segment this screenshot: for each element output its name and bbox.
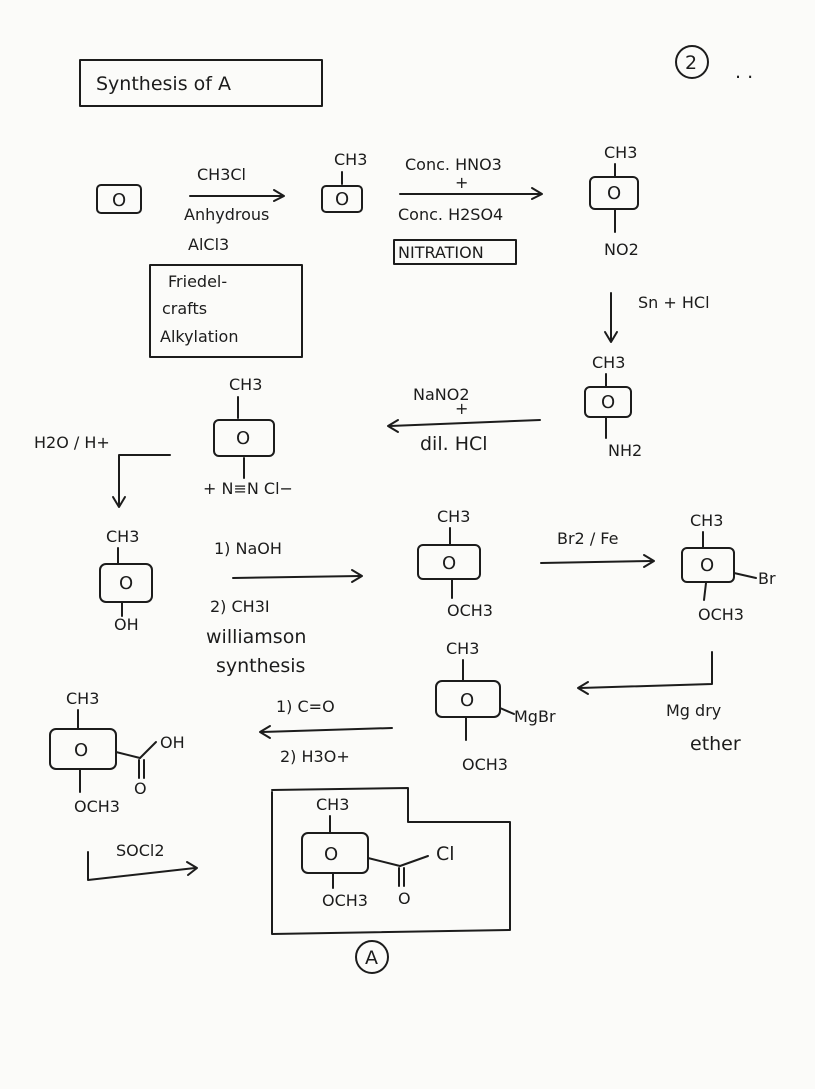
svg-text:2) CH3I: 2) CH3I (210, 597, 270, 616)
svg-text:O: O (134, 779, 147, 798)
svg-text:O: O (442, 553, 456, 574)
step3-arrow: Sn + HCl (604, 292, 710, 343)
svg-text:williamson: williamson (206, 626, 306, 648)
svg-text:crafts: crafts (162, 299, 207, 318)
svg-text:Alkylation: Alkylation (160, 327, 238, 346)
svg-text:AlCl3: AlCl3 (188, 235, 229, 254)
svg-text:O: O (601, 392, 615, 413)
title-box: Synthesis of A (79, 59, 323, 107)
svg-text:synthesis: synthesis (216, 655, 305, 677)
svg-text:+: + (455, 173, 468, 192)
svg-text:O: O (119, 573, 133, 594)
friedel-crafts-box: Friedel- crafts Alkylation (149, 264, 303, 358)
svg-text:CH3: CH3 (690, 511, 723, 530)
svg-text:Mg dry: Mg dry (666, 701, 721, 720)
svg-text:+: + (455, 399, 468, 418)
svg-text:OCH3: OCH3 (447, 601, 493, 620)
svg-text:Friedel-: Friedel- (168, 272, 227, 291)
p-toluidine: CH3 O NH2 (584, 353, 642, 460)
svg-text:OCH3: OCH3 (322, 891, 368, 910)
svg-text:CH3: CH3 (229, 375, 262, 394)
svg-text:MgBr: MgBr (514, 707, 556, 726)
product-a-acid-chloride: CH3 O O Cl OCH3 (301, 795, 455, 910)
step10-arrow: SOCl2 (87, 841, 198, 881)
svg-text:NH2: NH2 (608, 441, 642, 460)
svg-text:A: A (365, 947, 378, 969)
svg-text:O: O (236, 428, 250, 449)
step2-arrow: Conc. HNO3 + Conc. H2SO4 NITRATION (393, 155, 543, 265)
product-a-box (271, 787, 511, 935)
svg-text:2) H3O+: 2) H3O+ (280, 747, 350, 766)
svg-text:2: 2 (685, 52, 697, 74)
bromo-methylanisole: CH3 O Br OCH3 (681, 511, 776, 624)
p-nitrotoluene: CH3 O NO2 (589, 143, 639, 259)
svg-text:O: O (74, 740, 88, 761)
page-number: 2 . . (675, 45, 753, 83)
grignard-reagent: CH3 O MgBr OCH3 (435, 639, 556, 774)
svg-text:Br: Br (758, 569, 776, 588)
svg-text:OCH3: OCH3 (74, 797, 120, 816)
svg-text:O: O (607, 183, 621, 204)
svg-text:ether: ether (690, 733, 741, 755)
svg-text:SOCl2: SOCl2 (116, 841, 165, 860)
step6-arrow: 1) NaOH 2) CH3I williamson synthesis (206, 539, 363, 677)
svg-text:OH: OH (114, 615, 139, 634)
svg-text:O: O (460, 690, 474, 711)
svg-text:Conc. H2SO4: Conc. H2SO4 (398, 205, 503, 224)
benzene: O (96, 184, 142, 214)
svg-text:OCH3: OCH3 (462, 755, 508, 774)
svg-text:Cl: Cl (436, 843, 455, 865)
product-a-label: A (355, 940, 389, 974)
svg-text:1) NaOH: 1) NaOH (214, 539, 282, 558)
svg-text:CH3: CH3 (316, 795, 349, 814)
svg-text:CH3: CH3 (106, 527, 139, 546)
svg-text:Conc. HNO3: Conc. HNO3 (405, 155, 502, 174)
svg-text:O: O (398, 889, 411, 908)
svg-text:CH3Cl: CH3Cl (197, 165, 246, 184)
svg-text:1) C=O: 1) C=O (276, 697, 335, 716)
step8-arrow: Mg dry ether (577, 651, 741, 755)
svg-text:O: O (335, 189, 349, 210)
step7-arrow: Br2 / Fe (540, 529, 655, 568)
svg-text:dil. HCl: dil. HCl (420, 433, 488, 455)
p-cresol: CH3 O OH (99, 527, 153, 634)
svg-text:CH3: CH3 (592, 353, 625, 372)
step4-arrow: NaNO2 + dil. HCl (387, 385, 541, 455)
svg-text:NO2: NO2 (604, 240, 639, 259)
step9-arrow: 1) C=O 2) H3O+ (259, 697, 393, 766)
svg-text:OCH3: OCH3 (698, 605, 744, 624)
svg-text:H2O / H+: H2O / H+ (34, 433, 110, 452)
svg-text:O: O (700, 555, 714, 576)
svg-text:CH3: CH3 (66, 689, 99, 708)
svg-text:NITRATION: NITRATION (398, 243, 484, 262)
svg-text:CH3: CH3 (446, 639, 479, 658)
svg-text:+ N≡N Cl−: + N≡N Cl− (203, 479, 293, 498)
svg-text:Br2 / Fe: Br2 / Fe (557, 529, 618, 548)
svg-text:CH3: CH3 (437, 507, 470, 526)
svg-text:OH: OH (160, 733, 185, 752)
svg-text:O: O (324, 844, 338, 865)
page-dots: . . (735, 61, 753, 83)
methylanisole: CH3 O OCH3 (417, 507, 493, 620)
carboxylic-acid: CH3 O O OH OCH3 (49, 689, 185, 816)
svg-text:O: O (112, 190, 126, 211)
step1-arrow: CH3Cl Anhydrous AlCl3 (184, 165, 285, 254)
svg-text:Anhydrous: Anhydrous (184, 205, 269, 224)
svg-text:Sn + HCl: Sn + HCl (638, 293, 710, 312)
toluene: CH3 O (321, 150, 367, 213)
diazonium-salt: CH3 O + N≡N Cl− (203, 375, 293, 498)
title-text: Synthesis of A (96, 73, 231, 95)
svg-text:CH3: CH3 (334, 150, 367, 169)
step5-arrow: H2O / H+ (34, 433, 171, 508)
svg-text:CH3: CH3 (604, 143, 637, 162)
svg-text:NaNO2: NaNO2 (413, 385, 470, 404)
